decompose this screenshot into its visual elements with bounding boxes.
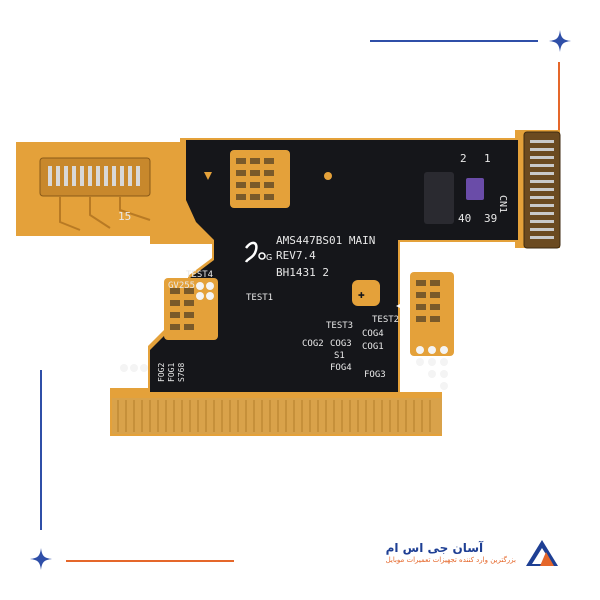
pin-40: 40 <box>458 212 471 225</box>
fog2-label: FOG2 <box>157 363 166 382</box>
triangle-mark-icon <box>204 172 212 180</box>
connector-number: 15 <box>118 210 131 223</box>
brand-text: آسان جی اس ام بزرگترین وارد کننده تجهیزا… <box>386 541 516 565</box>
test-pads-left <box>196 282 214 300</box>
decor-line-bottom <box>66 560 234 562</box>
fog4-label: FOG4 <box>330 363 352 373</box>
test-pads-right <box>416 346 448 390</box>
left-traces <box>59 196 151 231</box>
rev-label: REV7.4 <box>276 249 316 262</box>
test-pads-bottom-left <box>120 364 148 372</box>
model-label: AMS447BS01 MAIN <box>276 234 375 247</box>
pin-39: 39 <box>484 212 497 225</box>
cog3-label: COG3 <box>330 339 352 349</box>
s768-label: S768 <box>177 363 186 382</box>
cog1-label: COG1 <box>362 342 384 352</box>
decor-line-top <box>370 40 538 42</box>
test3-label: TEST3 <box>326 321 353 331</box>
samsung-logo-icon: G <box>244 241 272 263</box>
decor-line-left <box>40 370 42 530</box>
test4-label: TEST4 <box>186 270 213 280</box>
s1-label: S1 <box>334 351 345 361</box>
pin-2: 2 <box>460 152 467 165</box>
sparkle-icon-bottom-left <box>30 548 52 570</box>
svg-text:G: G <box>266 253 272 262</box>
brand-tagline: بزرگترین وارد کننده تجهیزات تعمیرات موبا… <box>385 556 516 564</box>
fog1-label: FOG1 <box>167 363 176 382</box>
cn1-pins <box>530 140 554 239</box>
pin-1: 1 <box>484 152 491 165</box>
arrow-mark-icon <box>396 302 404 310</box>
test2-label: TEST2 <box>372 315 399 325</box>
lcd-contact-fingers <box>117 400 431 432</box>
lcd-contact-strip <box>112 398 442 434</box>
delta-logo-icon <box>526 540 558 566</box>
test1-label: TEST1 <box>246 293 273 303</box>
top-component-block <box>230 150 290 208</box>
brand-block: آسان جی اس ام بزرگترین وارد کننده تجهیزا… <box>386 538 560 568</box>
cn1-label: CN1 <box>497 195 508 213</box>
svg-text:✚: ✚ <box>358 291 365 300</box>
cog4-label: COG4 <box>362 329 384 339</box>
left-connector-pads <box>48 166 140 186</box>
fog3-label: FOG3 <box>364 370 386 380</box>
brand-name: آسان جی اس ام <box>385 541 484 555</box>
gv255-label: GV255 <box>168 281 195 291</box>
cog2-label: COG2 <box>302 339 324 349</box>
purple-chip <box>466 178 484 200</box>
code-label: BH1431 2 <box>276 266 329 279</box>
top-components <box>236 158 274 200</box>
sparkle-icon-top-right <box>549 30 571 52</box>
